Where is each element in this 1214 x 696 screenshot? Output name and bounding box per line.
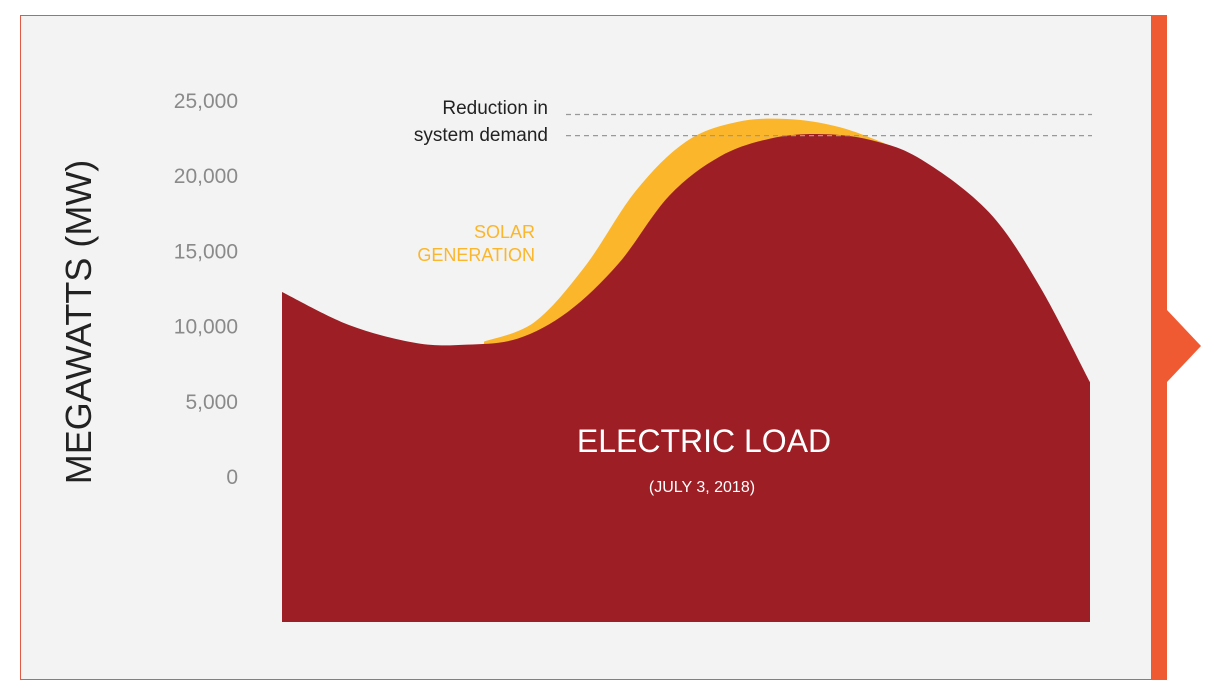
electric-load-area	[282, 134, 1090, 623]
y-tick-label: 10,000	[174, 316, 238, 339]
y-tick-label: 5,000	[185, 391, 238, 414]
solar-generation-label-line1: SOLAR	[474, 222, 535, 242]
y-tick-label: 25,000	[174, 90, 238, 113]
solar-generation-label-line2: GENERATION	[417, 245, 535, 265]
y-tick-label: 0	[226, 466, 238, 489]
y-axis-ticks: 25,000 20,000 15,000 10,000 5,000 0	[174, 90, 238, 489]
accent-bar	[1152, 15, 1167, 680]
electric-load-title: ELECTRIC LOAD	[577, 423, 831, 459]
right-arrow-icon[interactable]	[1167, 310, 1201, 382]
y-axis-label: MEGAWATTS (MW)	[58, 160, 99, 485]
y-tick-label: 15,000	[174, 240, 238, 263]
reduction-label-line2: system demand	[414, 125, 548, 146]
electric-load-date: (JULY 3, 2018)	[649, 479, 755, 496]
reduction-label-line1: Reduction in	[442, 98, 548, 119]
y-tick-label: 20,000	[174, 165, 238, 188]
y-axis-label-group: MEGAWATTS (MW)	[58, 160, 99, 485]
